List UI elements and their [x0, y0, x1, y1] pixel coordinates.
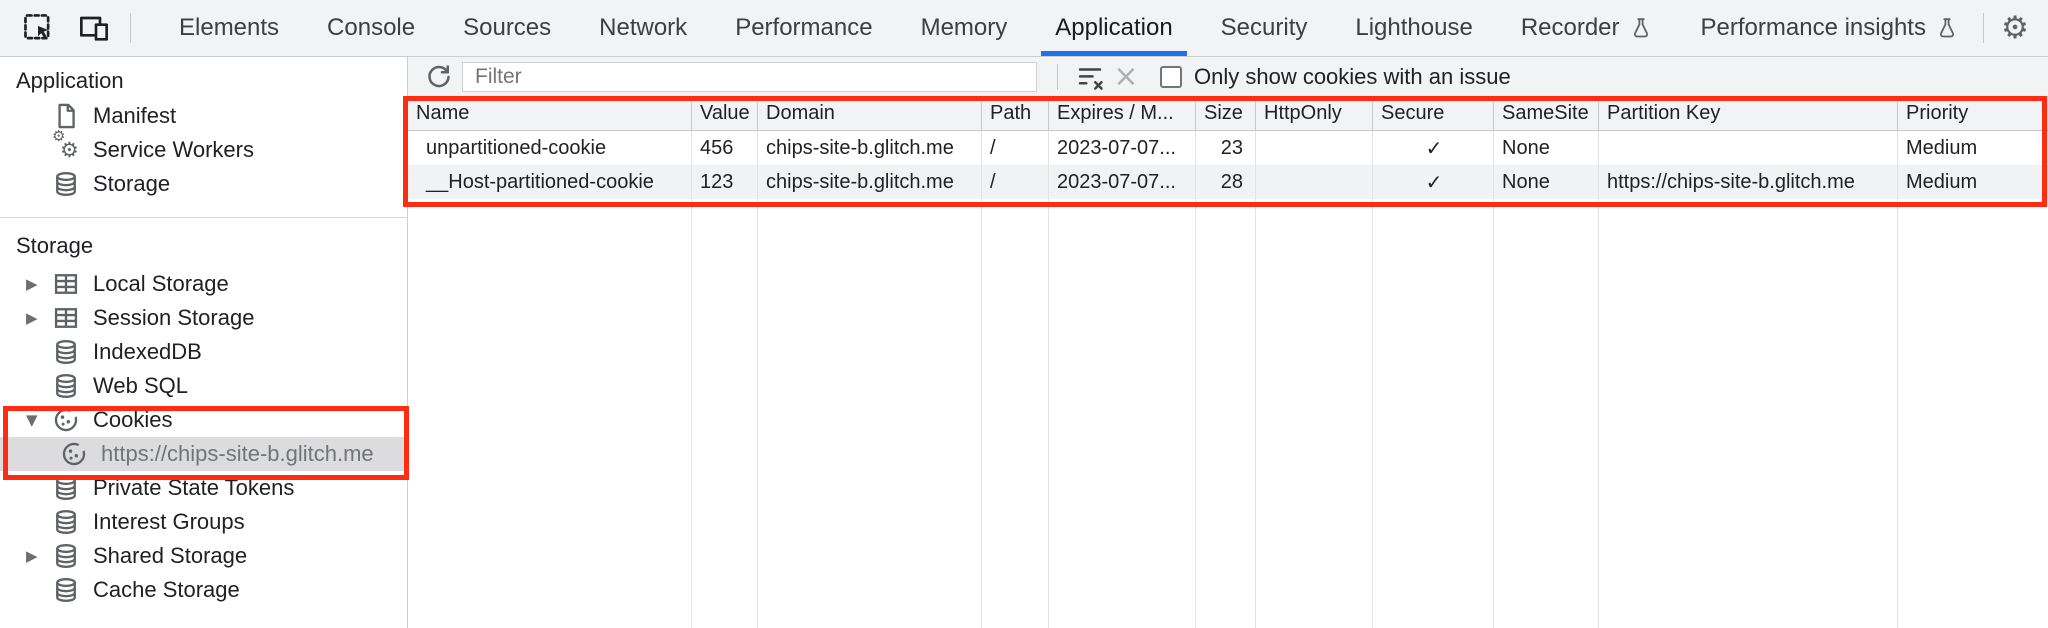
cookie-table-header: Name Value Domain Path Expires / M... Si… — [408, 97, 2048, 131]
sidebar-item-local-storage[interactable]: ▶ Local Storage — [26, 270, 229, 298]
sidebar-section-application: Application — [16, 68, 124, 93]
sidebar-item-shared-storage[interactable]: ▶ Shared Storage — [26, 542, 248, 570]
sidebar-item-cookies[interactable]: ▼ Cookies — [26, 406, 173, 434]
web-sql-database-icon — [52, 372, 80, 400]
tab-sources[interactable]: Sources — [463, 14, 552, 41]
private-state-tokens-database-icon — [52, 474, 80, 502]
tab-performance[interactable]: Performance — [735, 14, 873, 41]
chevron-right-icon[interactable]: ▶ — [26, 309, 38, 327]
sidebar-item-private-state-tokens[interactable]: Private State Tokens — [0, 471, 407, 505]
service-workers-gears-icon: ⚙⚙ — [52, 127, 79, 162]
column-header-size[interactable]: Size — [1196, 97, 1256, 130]
cookies-view: × Only show cookies with an issue Name V… — [403, 57, 2048, 628]
experiment-flask-icon — [1629, 16, 1653, 40]
filter-input[interactable] — [462, 61, 1037, 92]
sidebar-item-cache-storage[interactable]: Cache Storage — [0, 573, 407, 607]
cookie-table: Name Value Domain Path Expires / M... Si… — [408, 97, 2048, 628]
cookies-toolbar: × Only show cookies with an issue — [408, 57, 2048, 97]
cookie-icon — [60, 440, 88, 468]
chevron-down-icon[interactable]: ▼ — [26, 411, 38, 429]
delete-cookie-icon[interactable]: × — [1113, 59, 1139, 94]
column-header-domain[interactable]: Domain — [758, 97, 982, 130]
sidebar-item-indexeddb[interactable]: IndexedDB — [0, 335, 407, 369]
column-header-path[interactable]: Path — [982, 97, 1049, 130]
tab-bar-right-controls: ⚙ × — [1982, 0, 2048, 56]
storage-database-icon — [52, 170, 80, 198]
toolbar-divider — [1057, 63, 1058, 90]
tab-memory[interactable]: Memory — [920, 14, 1008, 41]
application-panel: Application Manifest ⚙⚙ Service Workers … — [0, 57, 2048, 628]
panel-tabs: Elements Console Sources Network Perform… — [155, 0, 1983, 56]
manifest-file-icon — [52, 102, 80, 130]
clear-filter-icon[interactable] — [1072, 59, 1108, 95]
column-header-priority[interactable]: Priority — [1906, 102, 1969, 124]
column-header-name[interactable]: Name — [408, 97, 692, 130]
shared-storage-database-icon — [52, 542, 80, 570]
device-toolbar-icon[interactable] — [74, 8, 114, 48]
tab-lighthouse[interactable]: Lighthouse — [1355, 14, 1473, 41]
chevron-right-icon[interactable]: ▶ — [26, 275, 38, 293]
tab-application[interactable]: Application — [1031, 0, 1196, 56]
only-issue-checkbox[interactable] — [1160, 65, 1182, 88]
column-header-expires[interactable]: Expires / M... — [1049, 97, 1196, 130]
only-issue-label: Only show cookies with an issue — [1194, 63, 1511, 89]
tab-security[interactable]: Security — [1220, 14, 1308, 41]
sidebar-item-service-workers[interactable]: ⚙⚙ Service Workers — [52, 127, 254, 162]
sidebar-item-web-sql[interactable]: Web SQL — [0, 369, 407, 403]
column-header-httponly[interactable]: HttpOnly — [1256, 97, 1373, 130]
sidebar-item-cookie-origin[interactable]: https://chips-site-b.glitch.me — [0, 437, 407, 471]
sidebar-section-storage: Storage — [16, 233, 94, 258]
sidebar-section-divider — [0, 217, 407, 218]
sidebar-item-storage[interactable]: Storage — [0, 167, 407, 201]
column-header-value[interactable]: Value — [692, 97, 758, 130]
application-sidebar: Application Manifest ⚙⚙ Service Workers … — [0, 57, 409, 628]
cache-storage-database-icon — [52, 576, 80, 604]
tab-recorder[interactable]: Recorder — [1497, 0, 1677, 56]
cookie-row-unpartitioned[interactable]: unpartitioned-cookie 456 chips-site-b.gl… — [408, 131, 2048, 165]
settings-gear-icon[interactable]: ⚙ — [2001, 10, 2029, 46]
sidebar-item-interest-groups[interactable]: Interest Groups — [0, 505, 407, 539]
column-header-partition-key[interactable]: Partition Key — [1599, 97, 1898, 130]
tab-elements[interactable]: Elements — [179, 14, 280, 41]
session-storage-table-icon — [52, 304, 80, 332]
sidebar-item-session-storage[interactable]: ▶ Session Storage — [26, 304, 255, 332]
secure-checkmark: ✓ — [1373, 131, 1494, 165]
experiment-flask-icon — [1935, 16, 1959, 40]
tab-bar-left-icons — [0, 0, 141, 56]
refresh-icon[interactable] — [422, 60, 456, 94]
cookie-table-empty-area — [408, 199, 2048, 628]
cookie-row-host-partitioned[interactable]: __Host-partitioned-cookie 123 chips-site… — [408, 165, 2048, 199]
chevron-right-icon[interactable]: ▶ — [26, 547, 38, 565]
right-controls-divider — [1982, 13, 1984, 43]
tab-bar-divider — [130, 13, 131, 43]
indexeddb-database-icon — [52, 338, 80, 366]
sidebar-item-manifest[interactable]: Manifest — [0, 99, 407, 133]
secure-checkmark: ✓ — [1373, 165, 1494, 199]
cookie-icon — [52, 406, 80, 434]
tab-performance-insights[interactable]: Performance insights — [1677, 0, 1983, 56]
local-storage-table-icon — [52, 270, 80, 298]
column-header-secure[interactable]: Secure — [1373, 97, 1494, 130]
tab-network[interactable]: Network — [599, 14, 688, 41]
tab-console[interactable]: Console — [327, 14, 416, 41]
inspect-element-icon[interactable] — [18, 8, 58, 48]
interest-groups-database-icon — [52, 508, 80, 536]
devtools-tab-bar: Elements Console Sources Network Perform… — [0, 0, 2048, 57]
column-header-samesite[interactable]: SameSite — [1494, 97, 1599, 130]
